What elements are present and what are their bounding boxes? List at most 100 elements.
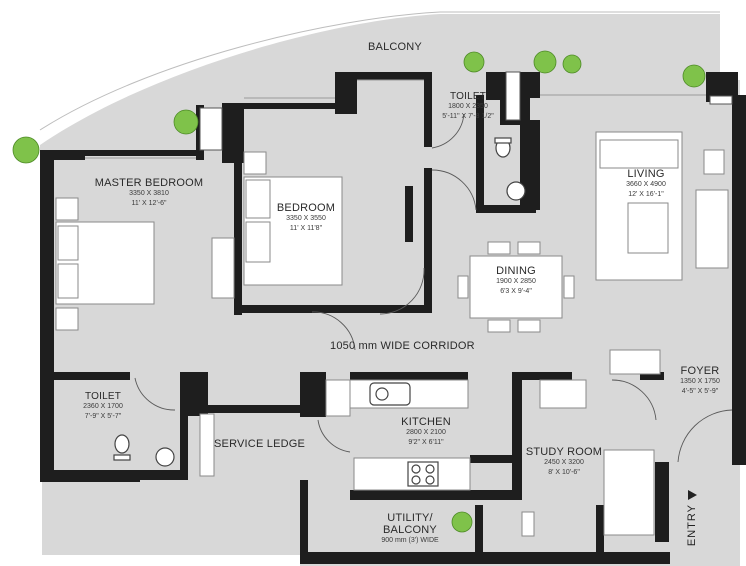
room-name: MASTER BEDROOM <box>94 177 204 189</box>
wall <box>732 95 746 465</box>
room-metric: 3350 X 3550 <box>286 215 326 222</box>
room-imperial: 7'-9" X 5'-7" <box>84 413 122 420</box>
armchair <box>695 189 729 269</box>
service-ledge-shelf <box>199 413 215 477</box>
door-swing-icon <box>431 113 465 149</box>
room-name: SERVICE LEDGE <box>214 438 306 450</box>
chair <box>457 275 469 299</box>
room-name: TOILET <box>449 91 487 102</box>
sink-icon <box>155 447 175 467</box>
toilet-icon <box>114 434 130 454</box>
wall <box>40 150 85 160</box>
door-swing-icon <box>134 377 176 411</box>
floor-area <box>40 14 740 566</box>
door-swing-icon <box>611 379 657 421</box>
chair <box>487 319 511 333</box>
room-name: DINING <box>496 265 536 277</box>
room-imperial: 5'-11" X 7'-8 1/2" <box>442 113 494 120</box>
room-metric: 1350 X 1750 <box>680 378 720 385</box>
room-metric: 1900 X 2850 <box>496 278 536 285</box>
wall <box>85 150 200 156</box>
bedroom-label: BEDROOM 3350 X 3550 11' X 11'8" <box>264 202 348 234</box>
room-name: TOILET <box>84 391 122 402</box>
door-swing-icon <box>379 267 425 315</box>
wall <box>520 72 540 98</box>
room-metric: 2450 X 3200 <box>544 459 584 466</box>
window <box>199 107 223 151</box>
dining-label: DINING 1900 X 2850 6'3 X 9'-4" <box>476 265 556 297</box>
wardrobe <box>609 349 661 375</box>
room-name: STUDY ROOM <box>525 446 603 458</box>
room-imperial: 6'3 X 9'-4" <box>500 288 532 295</box>
study-room-label: STUDY ROOM 2450 X 3200 8' X 10'-6" <box>524 446 604 478</box>
wall <box>424 72 432 147</box>
study-bed <box>603 449 655 536</box>
sink-icon <box>506 181 526 201</box>
pillow <box>245 221 271 263</box>
wall <box>40 470 140 482</box>
room-name: BALCONY <box>368 41 422 53</box>
corridor-label: 1050 mm WIDE CORRIDOR <box>330 340 475 352</box>
toilet-top-label: TOILET 1800 X 2350 5'-11" X 7'-8 1/2" <box>423 91 513 122</box>
wall <box>350 490 520 500</box>
living-label: LIVING 3660 X 4900 12' X 16'-1" <box>606 168 686 200</box>
service-ledge-label: SERVICE LEDGE <box>214 438 306 450</box>
wardrobe <box>211 237 235 299</box>
wall <box>130 470 188 480</box>
side-table <box>243 151 267 175</box>
room-metric: 2360 X 1700 <box>83 403 123 410</box>
wall <box>476 205 536 213</box>
sofa-back <box>599 139 679 169</box>
utility-unit <box>521 511 535 537</box>
chair <box>563 275 575 299</box>
room-imperial: 8' X 10'-6" <box>548 469 580 476</box>
entry-arrow-icon <box>687 490 697 500</box>
window <box>505 71 521 121</box>
room-name: FOYER <box>680 365 720 377</box>
foyer-label: FOYER 1350 X 1750 4'-5" X 5'-9" <box>664 365 736 397</box>
wall <box>424 168 432 313</box>
room-metric: 2800 X 2100 <box>406 429 446 436</box>
master-bedroom-label: MASTER BEDROOM 3350 X 3810 11' X 12'-6" <box>84 177 214 209</box>
toilet-tank <box>494 137 512 144</box>
room-imperial: 11' X 11'8" <box>289 225 323 232</box>
pillow <box>57 225 79 261</box>
plant-icon <box>12 50 706 533</box>
wall <box>40 155 54 475</box>
burner <box>411 464 421 474</box>
burner <box>411 475 421 485</box>
wall <box>476 95 484 213</box>
room-imperial: 11' X 12'-6" <box>131 200 167 207</box>
door-swing-icon <box>431 169 477 211</box>
room-metric: 1800 X 2350 <box>448 103 488 110</box>
side-table <box>703 149 725 175</box>
wall <box>357 72 427 80</box>
door-swing-icon <box>311 311 356 351</box>
entry-marker: ENTRY <box>686 490 698 546</box>
burner <box>425 464 435 474</box>
balcony-label: BALCONY <box>340 41 450 53</box>
room-name: KITCHEN <box>401 416 451 428</box>
chair <box>487 241 511 255</box>
door-swing-icon <box>677 409 733 463</box>
room-name: LIVING <box>627 168 665 180</box>
kitchen-label: KITCHEN 2800 X 2100 9'2" X 6'11" <box>381 416 471 448</box>
pillow <box>57 263 79 299</box>
coffee-table <box>627 202 669 254</box>
wall <box>405 186 413 242</box>
wall <box>200 405 300 413</box>
wall <box>180 408 188 478</box>
fridge <box>325 379 351 417</box>
room-imperial: 9'2" X 6'11" <box>408 439 444 446</box>
chair <box>517 319 541 333</box>
dining-table <box>469 255 563 319</box>
wall <box>475 505 483 555</box>
room-metric: 3660 X 4900 <box>626 181 666 188</box>
window <box>709 95 733 105</box>
wall <box>512 372 522 500</box>
side-table <box>55 307 79 331</box>
wall <box>520 120 540 210</box>
room-imperial: 4'-5" X 5'-9" <box>681 388 719 395</box>
toilet-bottom-label: TOILET 2360 X 1700 7'-9" X 5'-7" <box>63 391 143 422</box>
